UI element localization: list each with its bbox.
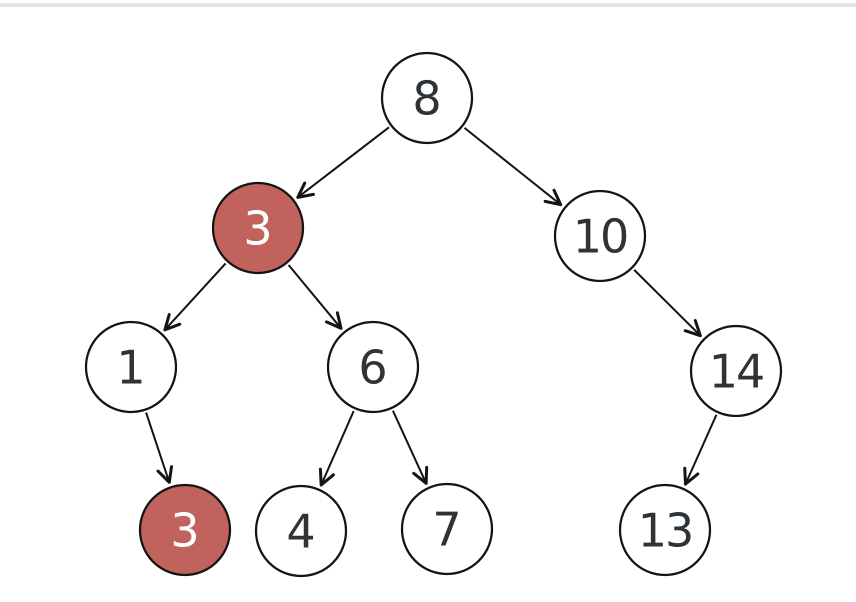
tree-node-6: 6 xyxy=(326,320,420,414)
tree-nodes-layer: 8 3 10 1 6 14 3 4 7 13 xyxy=(84,51,783,578)
tree-node-label: 1 xyxy=(116,341,145,395)
tree-node-13: 13 xyxy=(618,483,712,577)
tree-node-label: 7 xyxy=(432,503,461,557)
node-circle xyxy=(254,484,348,578)
tree-node-label: 13 xyxy=(638,504,693,558)
tree-edge-3-1 xyxy=(163,262,227,332)
node-circle xyxy=(380,51,474,145)
tree-node-1: 1 xyxy=(84,320,178,414)
tree-node-label: 3 xyxy=(170,504,199,558)
node-circle-highlighted xyxy=(211,181,305,275)
tree-node-14: 14 xyxy=(689,324,783,418)
node-circle xyxy=(326,320,420,414)
top-divider xyxy=(0,3,856,7)
tree-edge-1-3b xyxy=(145,412,174,484)
tree-edge-8-3 xyxy=(296,126,390,199)
tree-node-label: 8 xyxy=(412,72,441,126)
node-circle xyxy=(618,483,712,577)
node-circle xyxy=(400,482,494,576)
tree-node-label: 3 xyxy=(243,202,272,256)
tree-node-4: 4 xyxy=(254,484,348,578)
tree-edge-14-13 xyxy=(683,414,718,486)
node-circle xyxy=(689,324,783,418)
tree-edges-layer xyxy=(145,126,718,487)
node-circle xyxy=(553,189,647,283)
node-circle xyxy=(84,320,178,414)
tree-edge-8-10 xyxy=(463,127,563,207)
tree-node-label: 4 xyxy=(286,505,315,559)
tree-edge-3-6 xyxy=(287,264,343,330)
tree-node-3b: 3 xyxy=(138,483,232,577)
tree-edge-10-14 xyxy=(633,269,702,338)
tree-node-label: 10 xyxy=(573,210,628,264)
tree-node-7: 7 xyxy=(400,482,494,576)
tree-node-8: 8 xyxy=(380,51,474,145)
tree-node-label: 6 xyxy=(358,341,387,395)
tree-node-3: 3 xyxy=(211,181,305,275)
node-circle-highlighted xyxy=(138,483,232,577)
tree-edge-6-7 xyxy=(391,410,429,485)
tree-edge-6-4 xyxy=(318,410,355,487)
tree-node-10: 10 xyxy=(553,189,647,283)
tree-node-label: 14 xyxy=(709,345,764,399)
